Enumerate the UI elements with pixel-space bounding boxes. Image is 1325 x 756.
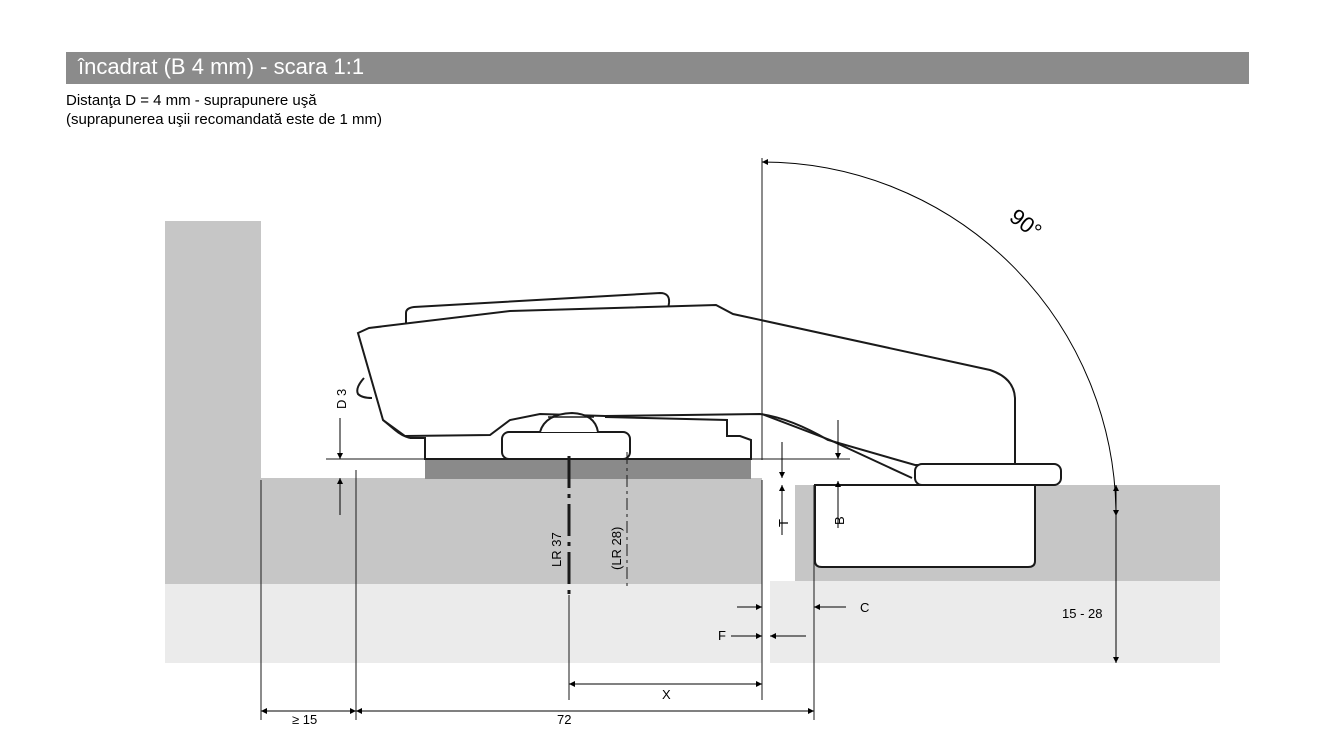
hinge-back-curl <box>356 377 373 399</box>
label-72: 72 <box>557 712 571 727</box>
label-x: X <box>662 687 671 702</box>
adjusting-cam <box>501 431 631 460</box>
label-ge15: ≥ 15 <box>292 712 317 727</box>
door-lower-light <box>770 581 1220 663</box>
label-angle-90: 90° <box>1005 204 1047 244</box>
door-cup-flange <box>914 463 1062 486</box>
angle-90-arc <box>761 159 1119 517</box>
base-step <box>410 416 752 460</box>
door-cup <box>814 484 1036 568</box>
label-lr37: LR 37 <box>549 532 564 567</box>
dimensions <box>261 159 1119 714</box>
label-f: F <box>718 628 726 643</box>
label-15-28: 15 - 28 <box>1062 606 1102 621</box>
cabinet-side-panel <box>165 478 762 584</box>
mounting-plate <box>425 460 751 479</box>
label-d3: D 3 <box>334 389 349 409</box>
cabinet-lower-light <box>165 584 762 663</box>
label-c: C <box>860 600 869 615</box>
hinge-inner-line <box>382 419 411 439</box>
subtitle-line-1: Distanţa D = 4 mm - suprapunere uşă <box>66 92 317 109</box>
header-bar: încadrat (B 4 mm) - scara 1:1 <box>66 52 1249 84</box>
label-b: B <box>832 516 847 525</box>
panels <box>165 221 1220 663</box>
hinge-arm <box>356 303 1016 466</box>
page-title: încadrat (B 4 mm) - scara 1:1 <box>78 54 365 79</box>
label-t: T <box>776 519 791 527</box>
label-lr28: (LR 28) <box>609 527 624 570</box>
subtitle-line-2: (suprapunerea uşii recomandată este de 1… <box>66 111 382 128</box>
